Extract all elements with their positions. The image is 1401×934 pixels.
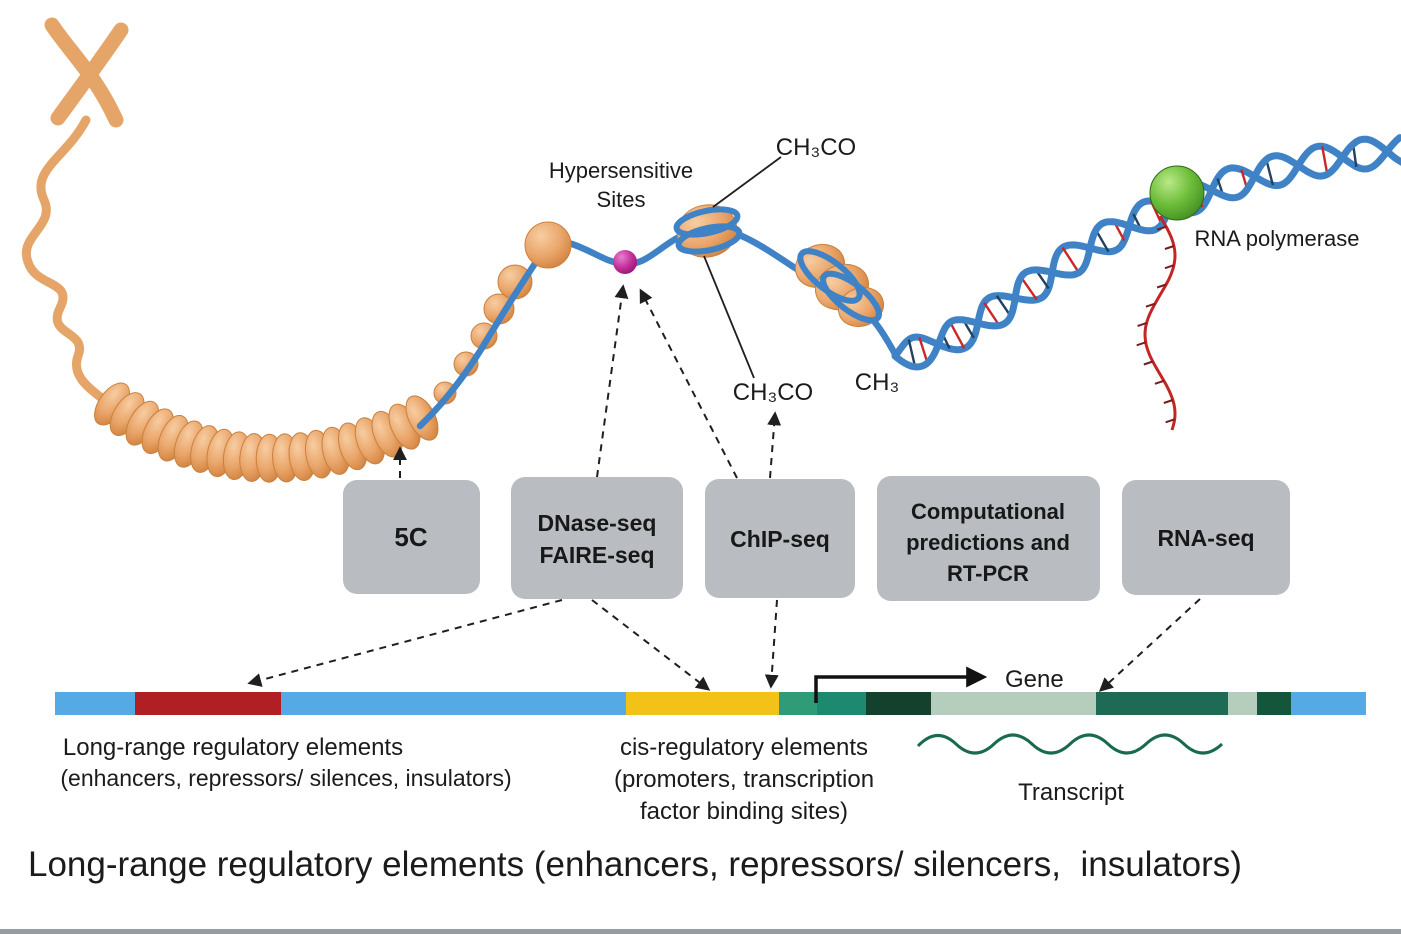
long-range-label-line2: (enhancers, repressors/ silences, insula… xyxy=(60,765,511,791)
arrow-dnase-to-site xyxy=(596,284,629,478)
genome-segment-blue-3 xyxy=(1291,692,1366,715)
transcript-wave xyxy=(916,733,1224,755)
nucleosome-cluster xyxy=(794,243,885,328)
figure-caption: Long-range regulatory elements (enhancer… xyxy=(28,845,1242,884)
chromatin-squiggle xyxy=(21,115,117,411)
method-box-label: Computational xyxy=(911,499,1065,524)
arrow-chip-to-ch3co xyxy=(767,411,782,479)
rna-base-tick xyxy=(1156,225,1167,231)
genome-segment-gene-region-2 xyxy=(817,692,866,715)
cis-regulatory-label-line3: factor binding sites) xyxy=(640,798,848,825)
dna-wrap xyxy=(675,223,743,255)
dashed-arrows xyxy=(247,284,1201,692)
method-boxes: 5C DNase-seq FAIRE-seq ChIP-seq Computat… xyxy=(343,476,1290,601)
genome-segment-gene-region-1 xyxy=(779,692,817,715)
dna-double-helix xyxy=(891,134,1401,371)
method-box-label: 5C xyxy=(394,522,427,552)
method-box-rect xyxy=(705,479,855,598)
rna-base-tick xyxy=(1137,322,1147,327)
gene-label: Gene xyxy=(1005,666,1064,693)
rna-base-tick xyxy=(1164,245,1175,250)
chromosome-arm-icon xyxy=(50,22,129,126)
method-box-label: ChIP-seq xyxy=(730,526,830,552)
genome-segment-gene-region-6 xyxy=(1228,692,1257,715)
helix-base-rung xyxy=(1265,159,1275,186)
arrow-dnase-to-track-right xyxy=(591,599,711,691)
helix-strand-front xyxy=(891,135,1401,371)
method-box-5c: 5C xyxy=(343,480,480,594)
arrow-chip-to-track xyxy=(764,599,779,689)
rna-base-tick xyxy=(1163,399,1174,404)
genome-segment-gene-region-4 xyxy=(931,692,1096,715)
long-range-label-line1: Long-range regulatory elements xyxy=(63,734,403,761)
nucleosome-bead-large xyxy=(524,221,572,269)
dna-wrap xyxy=(673,206,741,238)
nucleosome-with-wraps xyxy=(673,204,743,258)
method-box-label: predictions and xyxy=(906,530,1070,555)
rna-polymerase-label: RNA polymerase xyxy=(1194,226,1359,251)
cis-regulatory-label-line2: (promoters, transcription xyxy=(614,766,874,793)
genome-segment-blue-1 xyxy=(55,692,135,715)
method-box-chip-seq: ChIP-seq xyxy=(705,479,855,598)
arrow-dnase-to-track-left xyxy=(247,599,563,687)
hypersensitive-sites-label-line2: Sites xyxy=(597,187,646,212)
rna-polymerase-sphere xyxy=(1149,165,1205,221)
method-box-label: RNA-seq xyxy=(1157,525,1254,551)
rna-transcript-strand xyxy=(1136,215,1177,431)
genome-segment-gene-region-3 xyxy=(866,692,931,715)
method-box-label: FAIRE-seq xyxy=(539,542,654,568)
helix-base-rung xyxy=(949,321,966,349)
hypersensitive-site-dot xyxy=(613,250,637,274)
genome-segment-blue-2 xyxy=(281,692,626,715)
genome-segment-gene-region-7 xyxy=(1257,692,1291,715)
method-box-rect xyxy=(1122,480,1290,595)
chromatin-fiber-illustration xyxy=(21,17,533,483)
genome-track xyxy=(55,692,1366,715)
arrow-rnaseq-to-track xyxy=(1098,598,1201,692)
dna-wrap xyxy=(820,270,882,324)
method-box-computational: Computational predictions and RT-PCR xyxy=(877,476,1100,601)
pointer-line-ch3co-top xyxy=(712,156,782,208)
gene-tss-arrow xyxy=(814,666,988,703)
rna-base-tick xyxy=(1145,302,1156,308)
ch3co-label-bottom: CH₃CO xyxy=(733,379,813,406)
chromosome-arm-icon xyxy=(44,17,124,128)
rna-base-tick xyxy=(1156,283,1167,289)
rna-base-tick xyxy=(1136,341,1147,347)
genome-segment-long-range-element xyxy=(135,692,281,715)
transcript-label: Transcript xyxy=(1018,779,1124,806)
bottom-edge xyxy=(0,929,1401,934)
dna-wrap xyxy=(797,248,863,304)
helix-base-rung xyxy=(907,339,917,368)
genome-segment-cis-regulatory xyxy=(626,692,779,715)
ch3co-label-top: CH₃CO xyxy=(776,134,856,161)
method-box-label: DNase-seq xyxy=(538,510,657,536)
helix-base-rung xyxy=(1061,246,1080,274)
rna-base-tick xyxy=(1164,264,1175,270)
helix-base-rung xyxy=(918,336,929,364)
helix-base-rung xyxy=(1020,276,1038,301)
method-box-rect xyxy=(877,476,1100,601)
arrow-chip-to-site xyxy=(639,288,738,479)
cis-regulatory-label-line1: cis-regulatory elements xyxy=(620,734,868,761)
helix-base-rung xyxy=(983,302,1001,327)
method-box-dnase-faire: DNase-seq FAIRE-seq xyxy=(511,477,683,599)
rna-base-tick xyxy=(1154,379,1165,385)
method-box-rect xyxy=(343,480,480,594)
nucleosome-bead-chain xyxy=(433,264,533,405)
method-box-rect xyxy=(511,477,683,599)
hypersensitive-sites-label-line1: Hypersensitive xyxy=(549,158,693,183)
method-box-label: RT-PCR xyxy=(947,561,1029,586)
rna-base-tick xyxy=(1143,360,1154,366)
pointer-line-ch3co-bottom xyxy=(703,255,755,379)
rna-base-tick xyxy=(1165,418,1175,424)
ch3-label: CH₃ xyxy=(855,369,899,396)
helix-base-rung xyxy=(1321,146,1329,175)
solenoid-coil xyxy=(94,382,439,483)
method-box-rna-seq: RNA-seq xyxy=(1122,480,1290,595)
genome-segment-gene-region-5 xyxy=(1096,692,1228,715)
